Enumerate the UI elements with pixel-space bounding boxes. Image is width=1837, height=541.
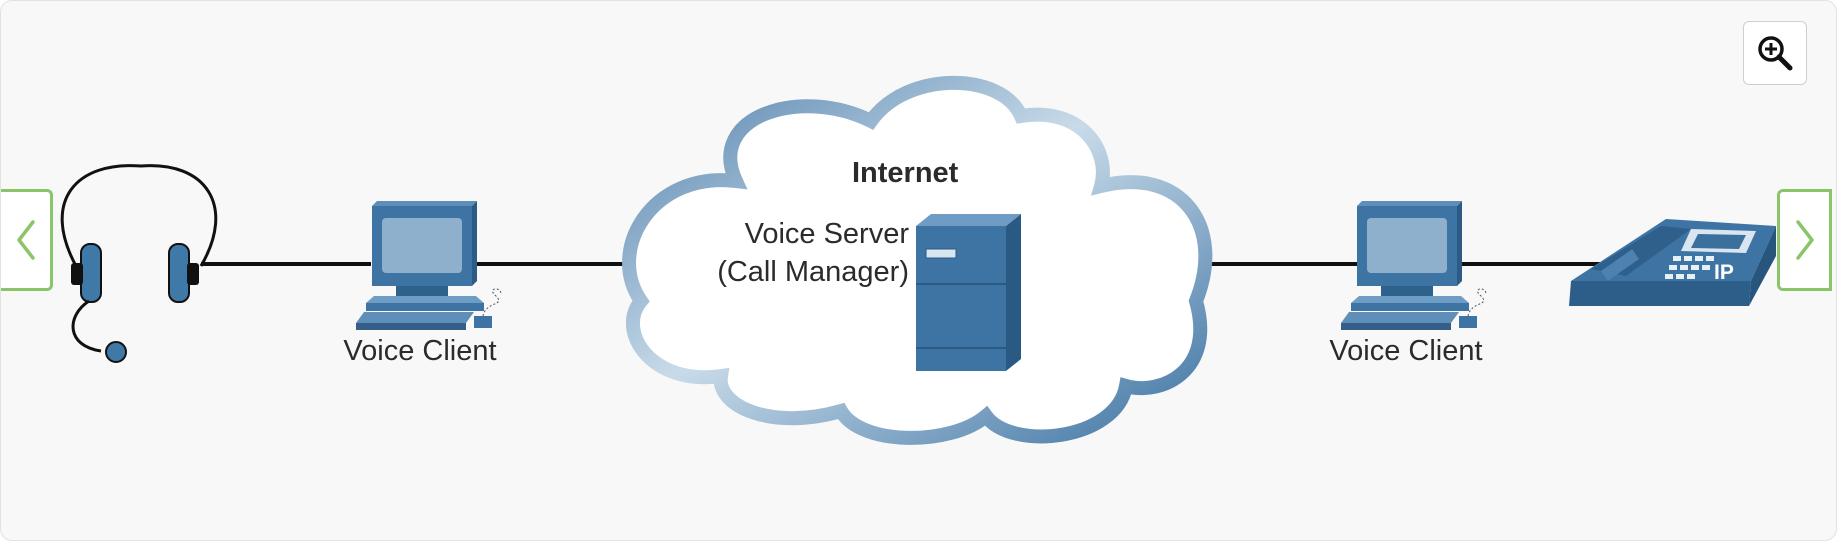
server-label: Voice Server (Call Manager) <box>691 215 909 291</box>
cloud-label: Internet <box>852 157 959 189</box>
chevron-left-icon <box>16 220 35 260</box>
server-icon <box>916 214 1021 371</box>
left-client-label: Voice Client <box>343 335 497 367</box>
chevron-right-icon <box>1795 220 1814 260</box>
right-client-label: Voice Client <box>1329 335 1483 367</box>
ip-badge: IP <box>1714 261 1734 284</box>
ip-phone-icon: IP <box>1569 219 1776 306</box>
computer-icon <box>1341 201 1487 330</box>
server-label-line2: (Call Manager) <box>717 256 909 288</box>
previous-button[interactable] <box>1 189 53 291</box>
next-button[interactable] <box>1777 189 1832 291</box>
headset-icon <box>60 164 218 363</box>
zoom-in-icon <box>1758 36 1793 71</box>
zoom-in-button[interactable] <box>1743 21 1807 85</box>
server-label-line1: Voice Server <box>744 218 909 250</box>
computer-icon <box>356 201 502 330</box>
